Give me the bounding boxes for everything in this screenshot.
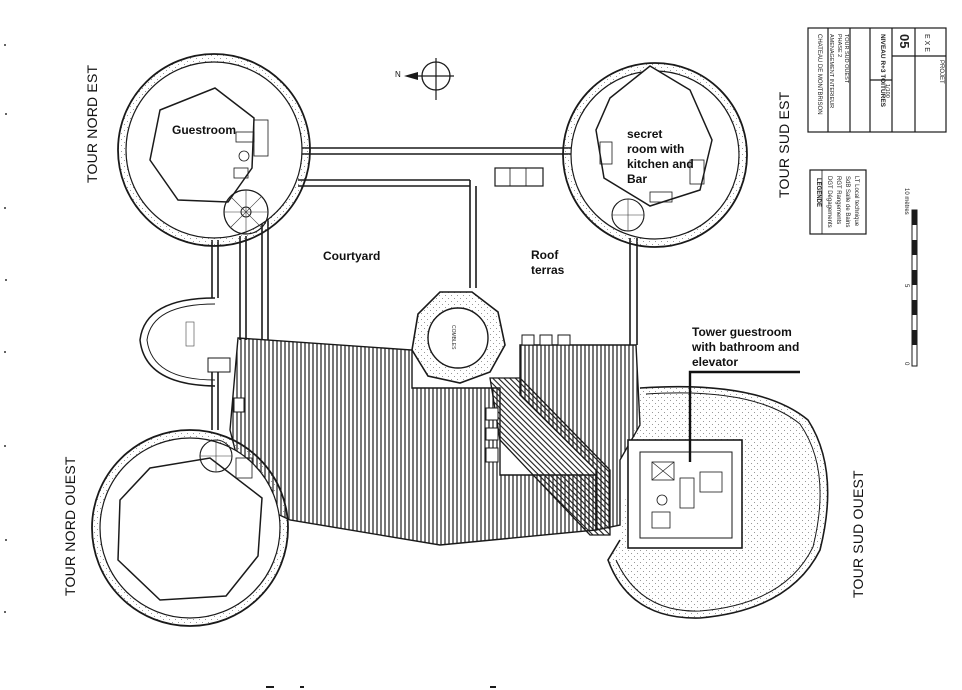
title-building: TOUR SUD OUEST	[843, 34, 849, 84]
tower-sud-ouest	[607, 385, 829, 619]
roof-terras-line-2: terras	[531, 263, 565, 277]
legend-item-3: SdB Salle de Bains	[844, 176, 850, 228]
roof-east	[519, 344, 641, 531]
secret-room-line-1: secret	[627, 127, 663, 141]
tower-label-nord-ouest: TOUR NORD OUEST	[62, 456, 78, 596]
svg-text:COMBLES: COMBLES	[450, 325, 456, 350]
legend-title: LEGENDE	[815, 178, 821, 208]
roof-terras-line-1: Roof	[531, 248, 559, 262]
legend-frame	[809, 169, 867, 235]
title-status: E X E	[923, 34, 930, 52]
scale-mid-label: 5	[903, 284, 909, 288]
legend-item-1: DGT Dégagements	[826, 176, 832, 228]
central-tower: COMBLES	[411, 291, 506, 384]
tower-label-sud-est: TOUR SUD EST	[776, 91, 792, 198]
scale-end-label: 10 mètres	[903, 188, 909, 215]
tower-nord-est	[117, 53, 311, 247]
label-roof-terras: Roof terras	[531, 248, 564, 278]
label-secret-room: secret room with kitchen and Bar	[627, 127, 694, 187]
tower-label-sud-ouest: TOUR SUD OUEST	[850, 470, 866, 598]
tower-guestroom-pointer	[688, 370, 800, 462]
tower-sud-est	[494, 62, 748, 248]
title-scale: 1/100	[884, 84, 890, 98]
title-subtitle: AMENAGEMENT INTERIEUR	[828, 34, 834, 109]
legend-item-2: RGT Rangements	[835, 176, 841, 225]
bottom-marks	[266, 686, 496, 688]
compass-north-label: N	[395, 70, 401, 79]
legend-item-4: LT Local technique	[853, 176, 859, 227]
tower-guestroom-line-3: elevator	[692, 355, 739, 369]
outer-walls	[211, 147, 638, 430]
secret-room-line-4: Bar	[627, 172, 648, 186]
scale-start-label: 0	[903, 362, 909, 366]
secret-room-line-3: kitchen and	[627, 157, 694, 171]
tower-label-nord-est: TOUR NORD EST	[84, 64, 100, 183]
label-tower-guestroom: Tower guestroom with bathroom and elevat…	[692, 325, 799, 370]
tower-guestroom-line-2: with bathroom and	[692, 340, 800, 354]
title-project: CHATEAU DE MONTBRISON	[816, 34, 822, 115]
label-guestroom: Guestroom	[172, 123, 237, 137]
label-courtyard: Courtyard	[323, 249, 381, 263]
title-phase: PHASE 2	[836, 34, 842, 58]
secret-room-line-2: room with	[627, 142, 685, 156]
tower-nord-ouest	[91, 429, 289, 627]
tower-guestroom-line-1: Tower guestroom	[692, 325, 792, 339]
title-stage: PROJET	[938, 60, 944, 84]
title-block-frame	[807, 27, 947, 133]
west-bay	[139, 297, 216, 387]
scan-dots	[4, 44, 7, 613]
scale-bar	[911, 209, 918, 367]
compass-rose	[404, 58, 454, 100]
title-sheet-number: 05	[897, 34, 912, 49]
